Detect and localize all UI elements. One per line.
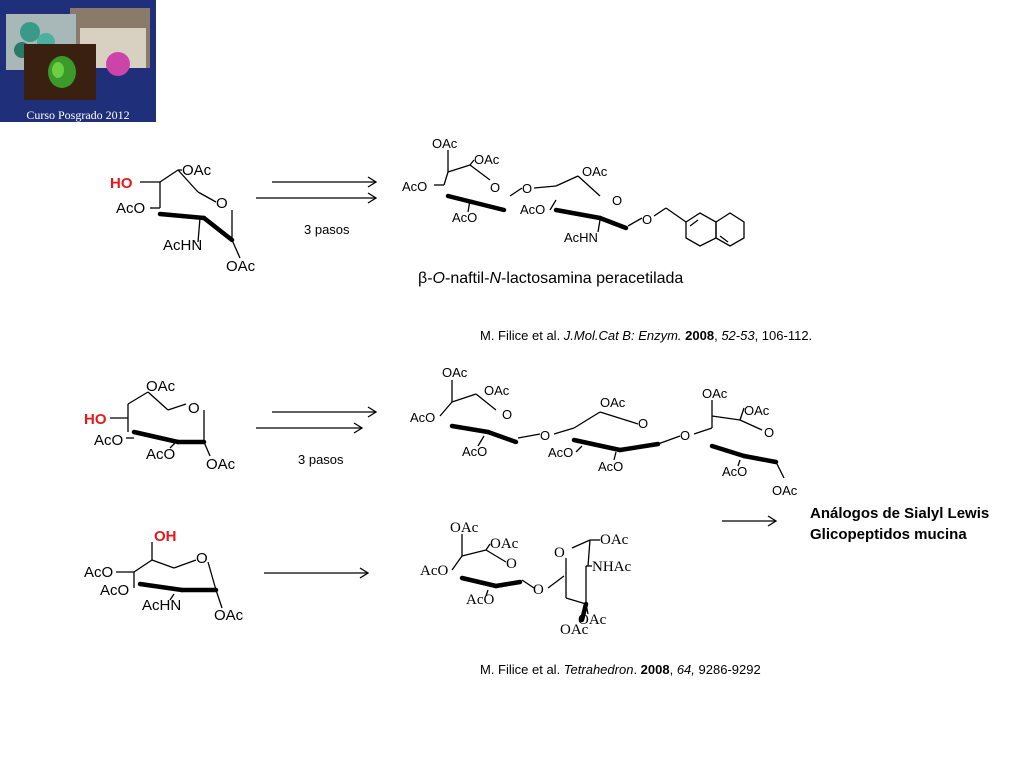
reaction-arrow-3 <box>264 567 370 579</box>
aco-label: AcO <box>116 200 145 217</box>
hydroxyl-label: HO <box>84 411 107 428</box>
oac-label: OAc <box>702 386 728 401</box>
reference-2: M. Filice et al. Tetrahedron. 2008, 64, … <box>480 662 761 677</box>
aco-label: AcO <box>146 446 175 463</box>
oac-label: OAc <box>442 365 468 380</box>
logo-caption: Curso Posgrado 2012 <box>26 108 130 122</box>
product-1-structure: OAc OAc AcO O AcO O OAc AcO O AcHN O <box>402 136 745 247</box>
aco-label: AcO <box>402 179 427 194</box>
oac-label: OAc <box>146 378 176 395</box>
glycosidic-oxygen-label: O <box>540 428 550 443</box>
oac-label: OAc <box>182 162 212 179</box>
ring-oxygen-label: O <box>216 195 228 212</box>
product-2-structure: OAc OAc AcO O AcO O OAc O AcO AcO O OAc … <box>410 365 798 498</box>
aco-label: AcO <box>420 563 448 579</box>
oac-label: OAc <box>582 164 608 179</box>
ring-oxygen-label: O <box>612 193 622 208</box>
oac-label: OAc <box>206 456 236 473</box>
ring-oxygen-label: O <box>502 407 512 422</box>
product-3-structure: OAc OAc AcO O AcO O O OAc NHAc OAc OAc <box>420 520 631 638</box>
achn-label: AcHN <box>564 230 598 245</box>
logo-image <box>0 0 156 122</box>
aco-label: AcO <box>452 210 477 225</box>
glycosidic-oxygen-label: O <box>533 582 544 598</box>
glycosidic-oxygen-label: O <box>522 181 532 196</box>
oac-label: OAc <box>560 622 589 638</box>
applications-arrow <box>722 515 778 527</box>
oac-label: OAc <box>214 607 244 624</box>
oac-label: OAc <box>450 520 479 536</box>
hydroxyl-label: OH <box>154 528 177 545</box>
starting-material-2: HO OAc O AcO AcO OAc <box>84 378 236 473</box>
applications-line-2: Glicopeptidos mucina <box>810 526 967 543</box>
hydroxyl-label: HO <box>110 175 133 192</box>
ring-oxygen-label: O <box>764 425 774 440</box>
course-logo: Curso Posgrado 2012 <box>0 0 156 122</box>
reaction-arrow-1 <box>256 176 378 204</box>
achn-label: AcHN <box>142 597 181 614</box>
reaction-steps-label: 3 pasos <box>304 222 350 237</box>
product-1-name: β-O-naftil-N-lactosamina peracetilada <box>418 270 683 287</box>
ring-oxygen-label: O <box>638 416 648 431</box>
ring-oxygen-label: O <box>196 550 208 567</box>
oac-label: OAc <box>600 532 629 548</box>
oac-label: OAc <box>474 152 500 167</box>
aco-label: AcO <box>520 202 545 217</box>
aco-label: AcO <box>100 582 129 599</box>
oac-label: OAc <box>226 258 256 275</box>
aco-label: AcO <box>84 564 113 581</box>
oac-label: OAc <box>432 136 458 151</box>
oac-label: OAc <box>490 536 519 552</box>
oac-label: OAc <box>484 383 510 398</box>
ring-oxygen-label: O <box>554 545 565 561</box>
applications-line-1: Análogos de Sialyl Lewis <box>810 505 989 522</box>
ring-oxygen-label: O <box>490 180 500 195</box>
starting-material-3: OH O AcO AcO AcHN OAc <box>84 528 244 624</box>
ring-oxygen-label: O <box>188 400 200 417</box>
aco-label: AcO <box>94 432 123 449</box>
aco-label: AcO <box>410 410 435 425</box>
starting-material-1: HO OAc O AcO AcHN OAc <box>110 162 256 275</box>
aco-label: AcO <box>722 464 747 479</box>
nhac-label: NHAc <box>592 559 631 575</box>
glycosidic-oxygen-label: O <box>642 212 652 227</box>
oac-label: OAc <box>578 612 607 628</box>
aco-label: AcO <box>466 592 494 608</box>
oac-label: OAc <box>772 483 798 498</box>
glycosidic-oxygen-label: O <box>680 428 690 443</box>
ring-oxygen-label: O <box>506 556 517 572</box>
oac-label: OAc <box>600 395 626 410</box>
aco-label: AcO <box>462 444 487 459</box>
aco-label: AcO <box>548 445 573 460</box>
oac-label: OAc <box>744 403 770 418</box>
reaction-arrow-2 <box>256 406 378 434</box>
achn-label: AcHN <box>163 237 202 254</box>
reaction-steps-label: 3 pasos <box>298 452 344 467</box>
reference-1: M. Filice et al. J.Mol.Cat B: Enzym. 200… <box>480 328 812 343</box>
aco-label: AcO <box>598 459 623 474</box>
